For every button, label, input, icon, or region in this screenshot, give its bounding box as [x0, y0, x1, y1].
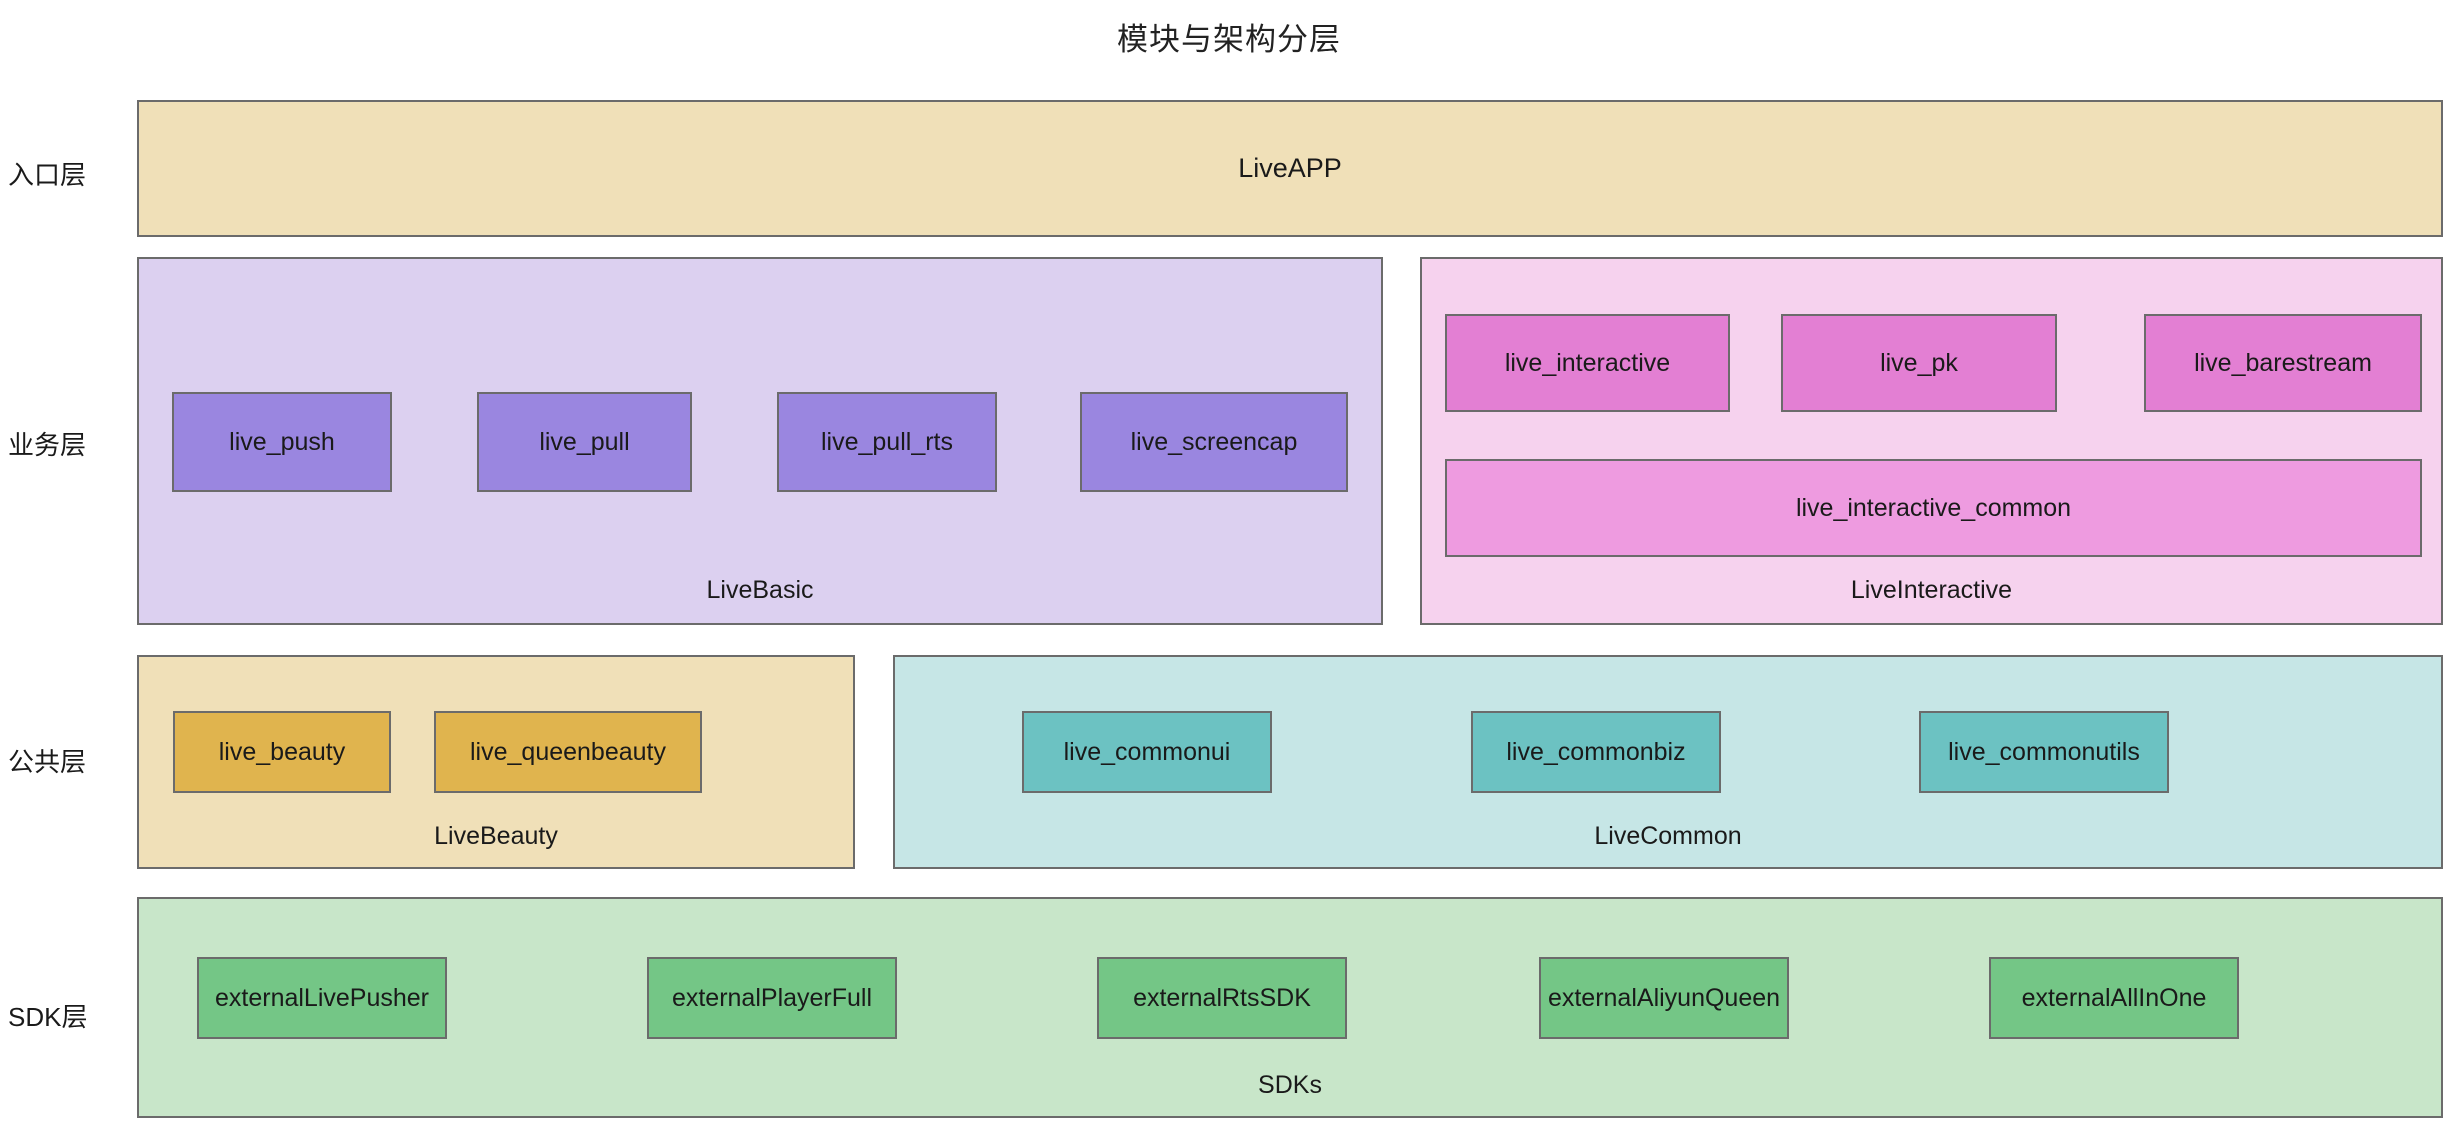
module-external-rts-sdk[interactable]: externalRtsSDK: [1097, 957, 1347, 1039]
group-box-livebeauty[interactable]: live_beauty live_queenbeauty LiveBeauty: [137, 655, 855, 869]
module-live-queenbeauty[interactable]: live_queenbeauty: [434, 711, 702, 793]
group-label-livebasic: LiveBasic: [706, 576, 814, 604]
layer-label-public: 公共层: [8, 747, 87, 777]
group-label-liveapp: LiveAPP: [1238, 153, 1342, 183]
module-live-beauty[interactable]: live_beauty: [173, 711, 391, 793]
group-label-livecommon: LiveCommon: [1594, 822, 1742, 850]
group-box-liveinteractive[interactable]: live_interactive live_pk live_barestream…: [1420, 257, 2443, 625]
module-live-pk[interactable]: live_pk: [1781, 314, 2057, 412]
layer-label-sdk: SDK层: [8, 1002, 88, 1032]
module-live-pull-rts[interactable]: live_pull_rts: [777, 392, 997, 492]
module-external-aliyun-queen[interactable]: externalAliyunQueen: [1539, 957, 1789, 1039]
group-box-liveapp[interactable]: LiveAPP: [137, 100, 2443, 237]
module-live-pull[interactable]: live_pull: [477, 392, 692, 492]
page-title: 模块与架构分层: [1117, 22, 1341, 57]
module-live-push[interactable]: live_push: [172, 392, 392, 492]
group-label-sdks: SDKs: [1258, 1071, 1322, 1099]
group-label-livebeauty: LiveBeauty: [434, 822, 558, 850]
module-external-live-pusher[interactable]: externalLivePusher: [197, 957, 447, 1039]
group-box-livebasic[interactable]: live_push live_pull live_pull_rts live_s…: [137, 257, 1383, 625]
group-box-livecommon[interactable]: live_commonui live_commonbiz live_common…: [893, 655, 2443, 869]
layer-label-business: 业务层: [8, 430, 87, 460]
module-live-commonui[interactable]: live_commonui: [1022, 711, 1272, 793]
module-live-interactive[interactable]: live_interactive: [1445, 314, 1730, 412]
module-live-barestream[interactable]: live_barestream: [2144, 314, 2422, 412]
module-live-commonbiz[interactable]: live_commonbiz: [1471, 711, 1721, 793]
module-live-commonutils[interactable]: live_commonutils: [1919, 711, 2169, 793]
module-live-interactive-common[interactable]: live_interactive_common: [1445, 459, 2422, 557]
module-live-screencap[interactable]: live_screencap: [1080, 392, 1348, 492]
module-external-player-full[interactable]: externalPlayerFull: [647, 957, 897, 1039]
layer-label-entry: 入口层: [8, 160, 87, 190]
group-label-liveinteractive: LiveInteractive: [1850, 576, 2013, 604]
group-box-sdks[interactable]: externalLivePusher externalPlayerFull ex…: [137, 897, 2443, 1118]
module-external-all-in-one[interactable]: externalAllInOne: [1989, 957, 2239, 1039]
